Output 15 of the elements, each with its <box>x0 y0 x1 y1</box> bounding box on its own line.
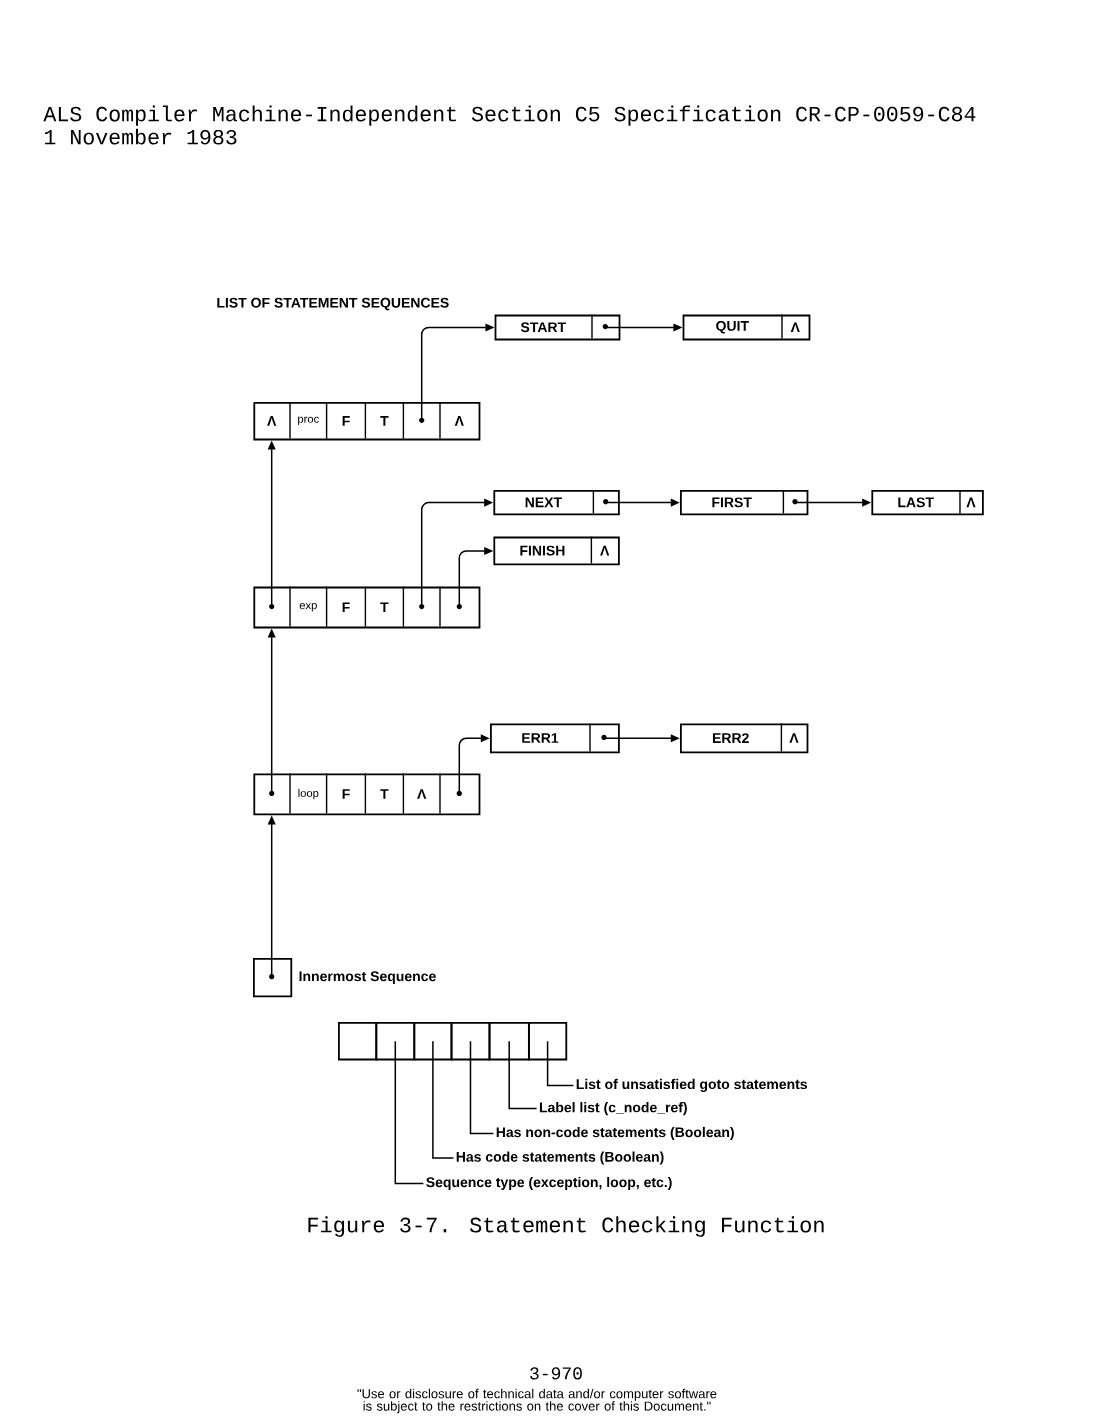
leader-line <box>394 1040 425 1185</box>
leader-line <box>469 1040 495 1135</box>
page-number: 3-970 <box>530 1367 582 1380</box>
record-cell <box>338 1022 378 1061</box>
leader-line <box>546 1040 575 1087</box>
record-cell <box>528 1022 568 1061</box>
leader-line <box>432 1040 455 1159</box>
record-cell <box>413 1022 453 1061</box>
record-cell <box>450 1022 491 1061</box>
figure-caption: Figure 3-7. Statement Checking Function <box>308 1216 824 1237</box>
record-cell <box>375 1022 416 1061</box>
page-header: 1 November 1983 <box>44 128 237 145</box>
leader-line <box>508 1040 538 1110</box>
record-cell <box>488 1022 530 1061</box>
page-header: ALS Compiler Machine-Independent Section C5 Specification CR-CP-0059-C84 <box>43 105 976 126</box>
